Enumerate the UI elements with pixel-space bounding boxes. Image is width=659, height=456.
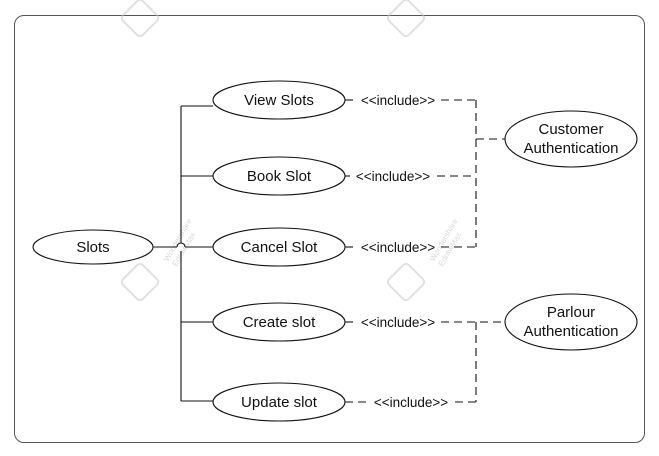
use-case-slots[interactable]: Slots	[32, 229, 154, 265]
diagram-frame	[14, 15, 645, 443]
parlour-authentication-label-line2: Authentication	[523, 323, 618, 340]
include-label-book-slot: <<include>>	[356, 169, 430, 184]
use-case-create-slot-label: Create slot	[243, 314, 316, 331]
include-label-view-slots: <<include>>	[361, 93, 435, 108]
include-label-cancel-slot: <<include>>	[361, 240, 435, 255]
use-case-update-slot[interactable]: Update slot	[212, 382, 346, 422]
use-case-view-slots[interactable]: View Slots	[212, 80, 346, 120]
include-connectors	[345, 99, 506, 403]
watermark-logo-icon	[386, 0, 426, 38]
use-case-book-slot-label: Book Slot	[247, 168, 312, 185]
use-case-create-slot[interactable]: Create slot	[212, 302, 346, 342]
customer-authentication-label-line1: Customer	[538, 121, 603, 138]
include-label-create-slot: <<include>>	[361, 315, 435, 330]
include-label-update-slot: <<include>>	[374, 395, 448, 410]
use-case-book-slot[interactable]: Book Slot	[212, 156, 346, 196]
use-case-update-slot-label: Update slot	[241, 394, 318, 411]
use-case-cancel-slot[interactable]: Cancel Slot	[212, 227, 346, 267]
use-case-slots-label: Slots	[76, 239, 109, 256]
use-case-parlour-authentication[interactable]: Parlour Authentication	[504, 293, 638, 351]
use-case-customer-authentication[interactable]: Customer Authentication	[504, 110, 638, 168]
watermark-logo-icon	[120, 0, 160, 38]
generalization-connectors	[150, 105, 213, 402]
customer-authentication-label-line2: Authentication	[523, 140, 618, 157]
use-case-view-slots-label: View Slots	[244, 92, 314, 109]
watermark-logo-icon	[120, 262, 160, 302]
watermark-logo-icon	[386, 262, 426, 302]
use-case-cancel-slot-label: Cancel Slot	[241, 239, 319, 256]
parlour-authentication-label-line1: Parlour	[547, 304, 595, 321]
